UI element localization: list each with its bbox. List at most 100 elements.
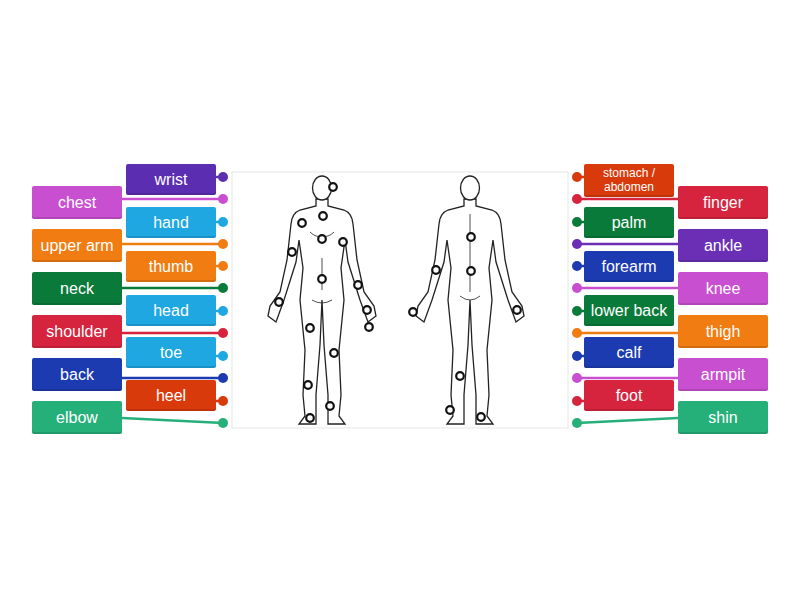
- figure-part: [456, 372, 464, 380]
- figure-part: [467, 233, 475, 241]
- front-figure: [268, 176, 376, 424]
- figure-panel: [232, 172, 568, 428]
- figure-part: [218, 328, 228, 338]
- figure-part: [122, 332, 223, 335]
- label-text: wrist: [155, 171, 188, 189]
- figure-part: [572, 373, 582, 383]
- figure-part: [577, 287, 678, 290]
- label-tile: stomach / abdomen: [584, 164, 674, 197]
- label-tile: chest: [32, 186, 122, 219]
- figure-part: [572, 261, 582, 271]
- figure-part: [218, 306, 228, 316]
- figure-part: [365, 323, 373, 331]
- label-tile: thigh: [678, 315, 768, 348]
- figure-part: [288, 248, 296, 256]
- figure-part: [298, 219, 306, 227]
- figure-part: [122, 377, 223, 380]
- label-text: upper arm: [41, 237, 114, 255]
- figure-part: [218, 172, 228, 182]
- figure-part: [122, 418, 223, 423]
- label-tile: armpit: [678, 358, 768, 391]
- figure-part: [218, 239, 228, 249]
- label-tile: lower back: [584, 295, 674, 326]
- label-text: elbow: [56, 409, 98, 427]
- label-text: palm: [612, 214, 647, 232]
- label-text: toe: [160, 344, 182, 362]
- label-text: thumb: [149, 258, 193, 276]
- figure-part: [218, 283, 228, 293]
- label-tile: neck: [32, 272, 122, 305]
- figure-part: [572, 239, 582, 249]
- label-text: stomach / abdomen: [588, 167, 670, 193]
- label-text: foot: [616, 387, 643, 405]
- label-text: knee: [706, 280, 741, 298]
- figure-part: [432, 266, 440, 274]
- figure-part: [461, 176, 480, 200]
- label-text: forearm: [601, 258, 656, 276]
- label-text: neck: [60, 280, 94, 298]
- label-tile: wrist: [126, 164, 216, 195]
- label-text: shoulder: [46, 323, 107, 341]
- label-tile: shoulder: [32, 315, 122, 348]
- label-tile: finger: [678, 186, 768, 219]
- figure-part: [218, 351, 228, 361]
- figure-part: [326, 402, 334, 410]
- figure-part: [275, 298, 283, 306]
- figure-part: [363, 306, 371, 314]
- figure-part: [467, 267, 475, 275]
- label-text: armpit: [701, 366, 745, 384]
- figure-part: [304, 381, 312, 389]
- figure-part: [218, 194, 228, 204]
- figure-part: [218, 396, 228, 406]
- back-figure: [416, 176, 524, 424]
- label-tile: knee: [678, 272, 768, 305]
- label-tile: back: [32, 358, 122, 391]
- figure-part: [513, 306, 521, 314]
- label-tile: elbow: [32, 401, 122, 434]
- figure-part: [218, 373, 228, 383]
- figure-part: [122, 198, 223, 201]
- figure-part: [572, 328, 582, 338]
- label-tile: shin: [678, 401, 768, 434]
- figure-part: [354, 281, 362, 289]
- figure-part: [268, 199, 376, 424]
- label-tile: foot: [584, 380, 674, 411]
- figure-part: [572, 194, 582, 204]
- label-text: finger: [703, 194, 743, 212]
- label-tile: heel: [126, 380, 216, 411]
- label-text: heel: [156, 387, 186, 405]
- figure-part: [572, 396, 582, 406]
- figure-part: [572, 418, 582, 428]
- figure-part: [446, 406, 454, 414]
- label-text: chest: [58, 194, 96, 212]
- figure-part: [577, 243, 678, 246]
- figure-part: [477, 413, 485, 421]
- figure-part: [218, 418, 228, 428]
- figure-part: [218, 261, 228, 271]
- label-text: head: [153, 302, 189, 320]
- figure-part: [339, 238, 347, 246]
- figure-part: [460, 214, 480, 300]
- label-tile: palm: [584, 207, 674, 238]
- figure-part: [577, 418, 678, 423]
- figure-part: [572, 351, 582, 361]
- label-text: back: [60, 366, 94, 384]
- figure-part: [577, 198, 678, 201]
- figure-part: [319, 212, 327, 220]
- figure-part: [577, 332, 678, 335]
- figure-part: [577, 377, 678, 380]
- figure-part: [572, 172, 582, 182]
- figure-part: [218, 217, 228, 227]
- connector-dots: [218, 172, 582, 428]
- label-tile: upper arm: [32, 229, 122, 262]
- figure-part: [572, 217, 582, 227]
- figure-part: [409, 308, 417, 316]
- figure-part: [310, 232, 334, 303]
- figure-part: [122, 287, 223, 290]
- figure-part: [572, 306, 582, 316]
- figure-part: [122, 243, 223, 246]
- label-text: hand: [153, 214, 189, 232]
- label-text: lower back: [591, 302, 667, 320]
- label-tile: calf: [584, 337, 674, 368]
